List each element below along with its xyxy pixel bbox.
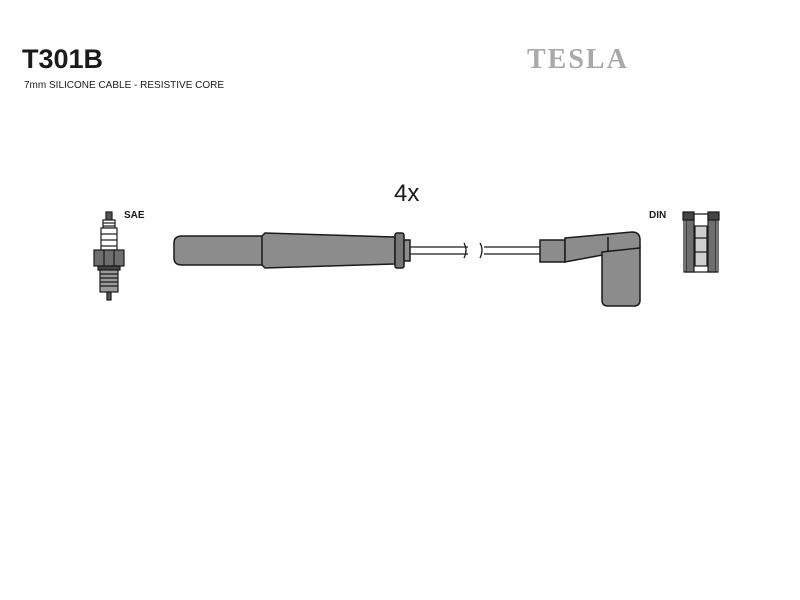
quantity-label: 4x — [394, 180, 420, 207]
spark-plug-icon — [93, 211, 125, 301]
brand-logo: TESLA — [527, 44, 629, 75]
cable-description: 7mm SILICONE CABLE - RESISTIVE CORE — [24, 80, 225, 91]
angled-boot-icon — [539, 231, 641, 307]
part-code: T301B — [22, 44, 104, 74]
din-terminal-icon — [682, 211, 720, 273]
sae-label: SAE — [124, 210, 145, 221]
din-label: DIN — [649, 210, 667, 221]
straight-boot-icon — [173, 232, 411, 269]
cable-wire — [410, 242, 540, 259]
